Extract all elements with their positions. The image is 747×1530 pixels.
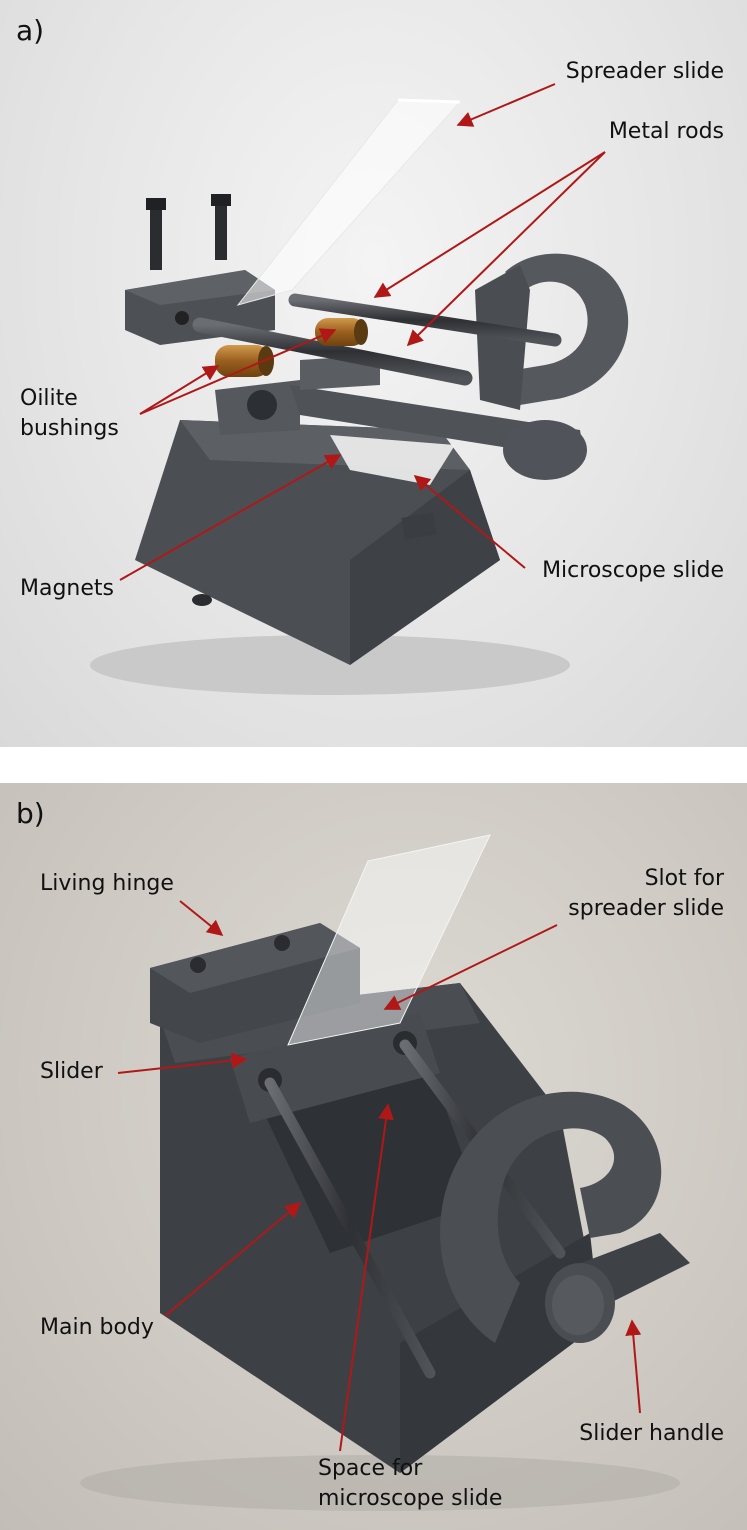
label-oilite-line2: bushings xyxy=(20,416,119,441)
handle-arch-part xyxy=(440,1091,662,1343)
label-magnets: Magnets xyxy=(20,576,114,601)
exploded-render-illustration xyxy=(90,83,629,695)
label-slot-line2: spreader slide xyxy=(568,896,724,921)
assembled-photo-illustration xyxy=(80,834,690,1511)
panel-b-tag: b) xyxy=(16,797,45,830)
label-living-hinge: Living hinge xyxy=(40,871,174,896)
spreader-slide-part xyxy=(287,834,491,1046)
arrow-microscope-slide xyxy=(413,474,526,569)
arrow-magnets xyxy=(119,454,342,581)
magnet-part xyxy=(192,594,212,606)
arrow-bushing-2 xyxy=(139,328,337,415)
annotation-arrows xyxy=(119,83,606,581)
arrow-metal-rod-1 xyxy=(373,151,606,298)
microscope-slide-part xyxy=(330,435,455,485)
arrow-space xyxy=(339,1103,394,1452)
metal-rods-part xyxy=(192,293,562,386)
label-slot-line1: Slot for xyxy=(644,866,724,891)
panel-a-tag: a) xyxy=(16,14,45,47)
arrow-slider-handle xyxy=(625,1319,642,1414)
label-spreader-slide: Spreader slide xyxy=(565,59,724,84)
arrow-metal-rod-2 xyxy=(406,151,606,347)
living-hinge-block-part xyxy=(150,923,360,1043)
floor-shadow xyxy=(90,635,570,695)
label-metal-rods: Metal rods xyxy=(608,119,724,144)
arrow-slot xyxy=(383,924,558,1010)
annotation-arrows xyxy=(117,900,642,1452)
arrow-living-hinge xyxy=(179,900,224,937)
slider-part xyxy=(215,355,587,480)
label-main-body: Main body xyxy=(40,1315,154,1340)
label-space-line2: microscope slide xyxy=(318,1486,503,1511)
label-space-line1: Space for xyxy=(318,1456,423,1481)
arrow-spreader-slide xyxy=(456,83,556,127)
arrow-slider xyxy=(117,1052,248,1074)
label-oilite-line1: Oilite xyxy=(20,386,78,411)
label-slider-handle: Slider handle xyxy=(579,1421,724,1446)
spreader-slide-part xyxy=(236,99,462,306)
arrow-main-body xyxy=(164,1201,302,1317)
label-microscope-slide: Microscope slide xyxy=(542,558,724,583)
slider-handle-part xyxy=(545,1233,690,1343)
main-body-part xyxy=(135,420,500,665)
panel-b-photo: b) Living hinge Slot for spreader slide … xyxy=(0,783,747,1530)
panel-a-render: a) Spreader slide Metal rods Oilite bush… xyxy=(0,0,747,747)
arrow-bushing-1 xyxy=(139,365,220,415)
label-slider: Slider xyxy=(40,1059,103,1084)
